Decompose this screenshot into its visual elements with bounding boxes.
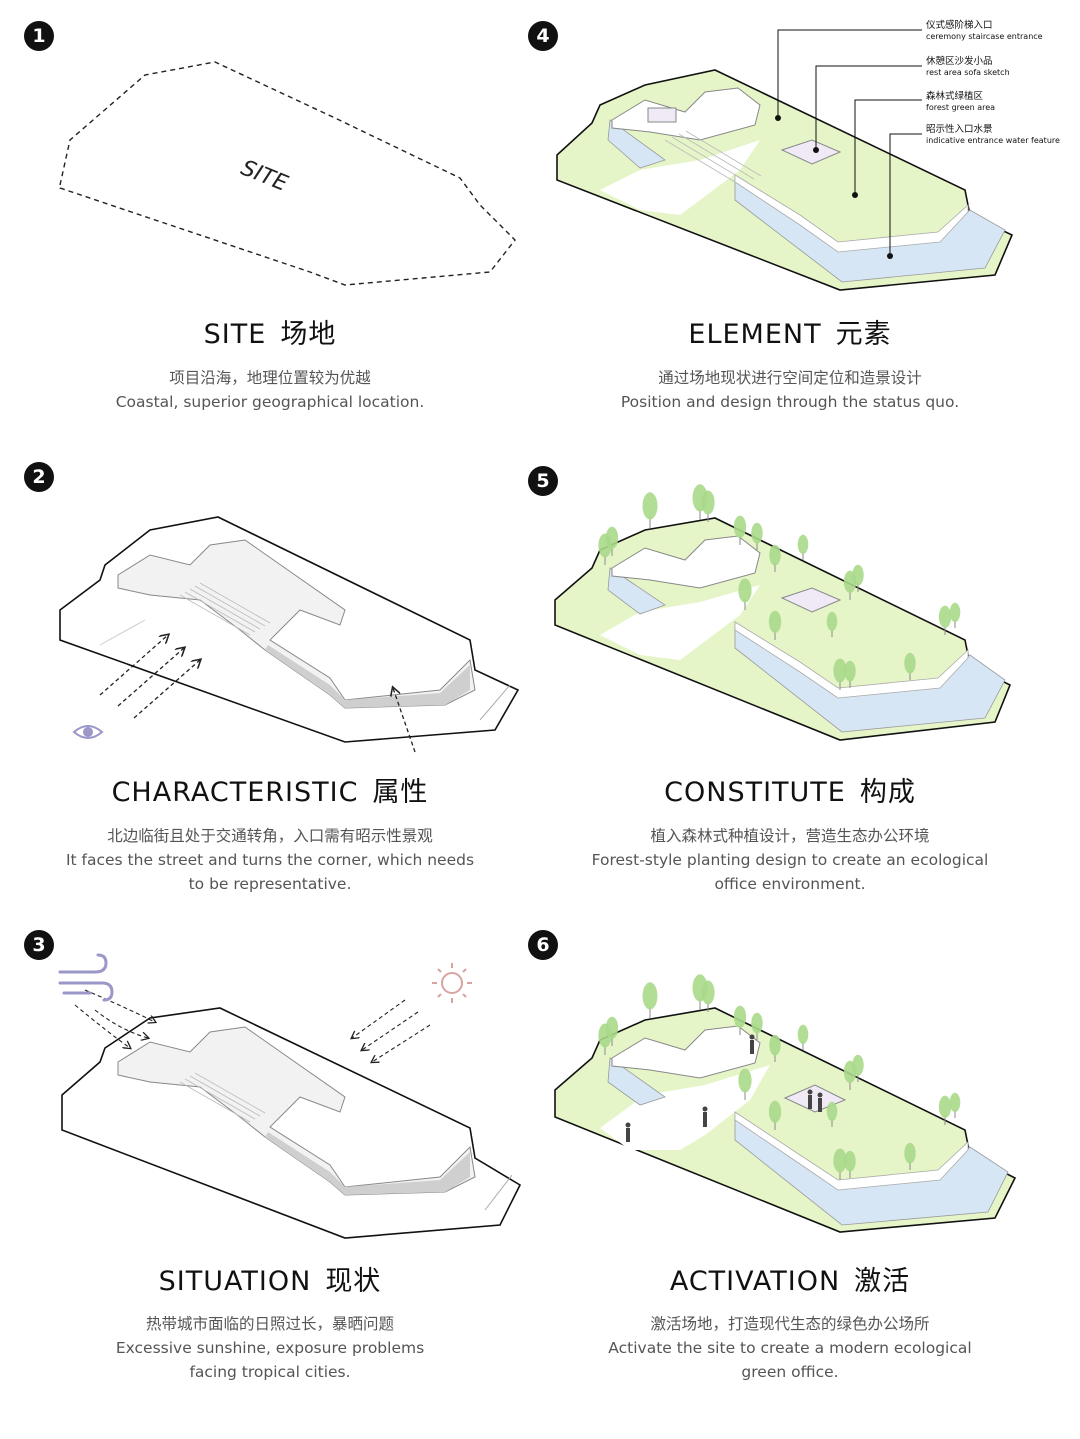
tree-icon (605, 526, 619, 556)
panel-description: 北边临街且处于交通转角，入口需有昭示性景观 It faces the stree… (65, 827, 475, 893)
site-outline-diagram: SITE (59, 61, 516, 286)
tree-icon (605, 1016, 619, 1046)
tree-icon (938, 605, 952, 635)
tree-icon (733, 515, 747, 545)
tree-icon (768, 610, 782, 640)
constitute-diagram (554, 484, 1012, 741)
panel-description: 激活场地，打造现代生态的绿色办公场所 Activate the site to … (608, 1315, 972, 1381)
site-label: SITE (237, 156, 291, 197)
tree-icon (797, 1024, 809, 1050)
tree-icon (738, 578, 752, 610)
eye-icon (72, 725, 104, 739)
tree-icon (642, 982, 658, 1018)
tree-icon (938, 1095, 952, 1125)
element-diagram (556, 29, 1014, 291)
tree-icon (738, 1068, 752, 1100)
tree-icon (852, 1054, 864, 1082)
tree-icon (833, 1148, 847, 1180)
tree-icon (852, 564, 864, 592)
step-number: 5 (528, 466, 558, 496)
situation-diagram (58, 953, 522, 1239)
tree-icon (797, 534, 809, 560)
tree-icon (826, 611, 838, 637)
tree-icon (904, 652, 916, 680)
tree-icon (949, 1092, 961, 1118)
tree-icon (769, 544, 781, 572)
tree-icon (833, 658, 847, 690)
wind-icon (58, 953, 114, 1002)
activation-diagram (554, 974, 1017, 1233)
step-number: 3 (24, 930, 54, 960)
tree-icon (844, 660, 856, 688)
tree-icon (826, 1101, 838, 1127)
characteristic-diagram (59, 516, 520, 753)
tree-icon (769, 1034, 781, 1062)
tree-icon (701, 490, 715, 522)
step-number: 2 (24, 462, 54, 492)
tree-icon (768, 1100, 782, 1130)
tree-icon (701, 980, 715, 1012)
sun-icon (432, 963, 472, 1003)
step-number: 4 (528, 21, 558, 51)
tree-icon (949, 602, 961, 628)
step-number: 1 (24, 21, 54, 51)
panel-description: 项目沿海，地理位置较为优越 Coastal, superior geograph… (115, 369, 425, 411)
panel-description: 通过场地现状进行空间定位和造景设计 Position and design th… (620, 369, 960, 411)
step-number: 6 (528, 930, 558, 960)
tree-icon (844, 1150, 856, 1178)
tree-icon (751, 522, 763, 550)
panel-description: 热带城市面临的日照过长，暴晒问题 Excessive sunshine, exp… (115, 1315, 425, 1381)
tree-icon (733, 1005, 747, 1035)
tree-icon (904, 1142, 916, 1170)
panel-description: 植入森林式种植设计，营造生态办公环境 Forest-style planting… (591, 827, 989, 893)
tree-icon (751, 1012, 763, 1040)
tree-icon (642, 492, 658, 528)
